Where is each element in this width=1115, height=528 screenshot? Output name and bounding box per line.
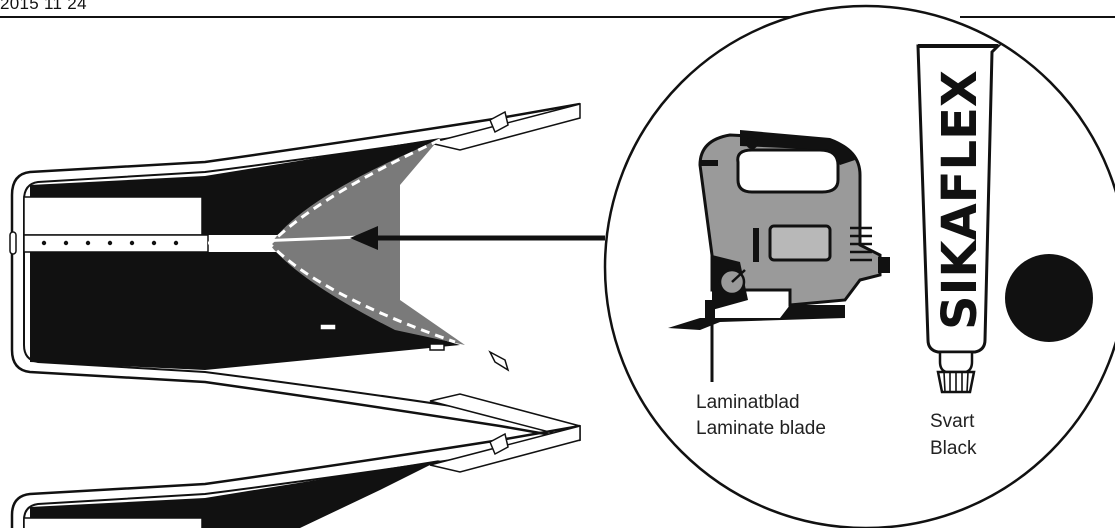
saw-label-sv: Laminatblad	[696, 392, 800, 413]
arrow-icon	[350, 226, 605, 250]
hull-top-diagram	[9, 102, 581, 442]
hull-bottom-diagram	[10, 424, 581, 528]
sealant-tube-icon: SIKAFLEX	[916, 44, 1002, 394]
color-swatch-dot	[1005, 254, 1093, 342]
saw-label-en: Laminate blade	[696, 418, 826, 439]
tube-color-en: Black	[930, 438, 977, 459]
tube-brand-text: SIKAFLEX	[932, 70, 988, 330]
document-date: 2015 11 24	[0, 0, 87, 13]
jigsaw-icon	[668, 130, 890, 382]
tube-color-sv: Svart	[930, 411, 975, 432]
